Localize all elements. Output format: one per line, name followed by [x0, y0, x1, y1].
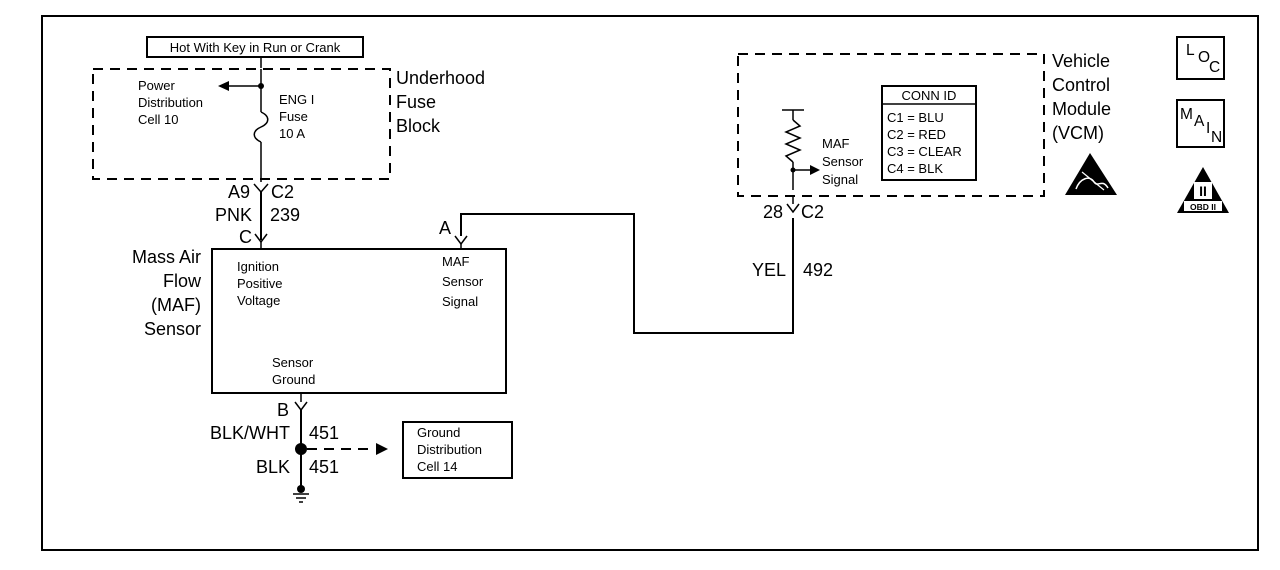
power-wire-circuit: 239	[270, 205, 300, 225]
hot-label-box	[146, 36, 364, 58]
maf-pin-c-label: C	[239, 227, 252, 247]
maf-pin-a-label: A	[439, 218, 451, 238]
esd-sensitive-icon	[1065, 153, 1117, 195]
hot-label: Hot With Key in Run or Crank	[170, 40, 341, 55]
conn-id-header: CONN ID	[902, 88, 957, 103]
fuse-icon	[253, 111, 269, 143]
connector-a9-icon	[253, 183, 269, 194]
ground-dist-line-2: Distribution	[417, 442, 482, 457]
obd-badge-text: OBD II	[1190, 202, 1216, 212]
ground-wire-color-1: BLK/WHT	[210, 423, 290, 443]
ground-dist-box	[402, 421, 513, 479]
main-badge-m: M	[1180, 106, 1193, 123]
loc-badge-l: L	[1186, 42, 1195, 59]
maf-pin-b-label: B	[277, 400, 289, 420]
fuse-pin-label: A9	[228, 182, 250, 202]
vcm-title-1: Vehicle	[1052, 51, 1110, 71]
conn-id-c1: C1 = BLU	[887, 110, 944, 125]
main-badge-a: A	[1194, 113, 1205, 130]
fuse-block-title-1: Underhood	[396, 68, 485, 88]
maf-ignition-1: Ignition	[237, 259, 279, 274]
maf-signal-1: MAF	[442, 254, 470, 269]
power-dist-line-3: Cell 10	[138, 112, 178, 127]
vcm-connector-icon	[786, 203, 800, 214]
ground-dist-line-3: Cell 14	[417, 459, 457, 474]
obd-ii-badge	[1177, 167, 1229, 213]
maf-ignition-2: Positive	[237, 276, 283, 291]
ground-wire-color-2: BLK	[256, 457, 290, 477]
vcm-pin-label: 28	[763, 202, 783, 222]
vcm-title-4: (VCM)	[1052, 123, 1104, 143]
fuse-line-3: 10 A	[279, 126, 305, 141]
maf-title-4: Sensor	[144, 319, 201, 339]
signal-wire-circuit: 492	[803, 260, 833, 280]
ground-wire-circuit-1: 451	[309, 423, 339, 443]
maf-signal-3: Signal	[442, 294, 478, 309]
maf-ground-1: Sensor	[272, 355, 314, 370]
obd-badge-roman: II	[1199, 183, 1207, 199]
main-badge-i: I	[1206, 120, 1210, 137]
ground-symbol-icon	[293, 485, 309, 503]
vcm-maf-signal-1: MAF	[822, 136, 850, 151]
fuse-line-2: Fuse	[279, 109, 308, 124]
resistor-icon	[784, 119, 802, 163]
power-dist-line-1: Power	[138, 78, 176, 93]
fuse-line-1: ENG I	[279, 92, 314, 107]
main-badge-n: N	[1211, 129, 1222, 146]
maf-title-2: Flow	[163, 271, 202, 291]
vcm-maf-signal-3: Signal	[822, 172, 858, 187]
power-dist-arrow-icon	[218, 81, 229, 91]
vcm-signal-node	[790, 167, 796, 173]
ground-splice-dot	[295, 443, 307, 455]
loc-badge-o: O	[1198, 49, 1210, 66]
ground-wire-circuit-2: 451	[309, 457, 339, 477]
maf-connector-a-icon	[454, 235, 468, 246]
vcm-conn-label: C2	[801, 202, 824, 222]
vcm-signal-arrow-icon	[810, 165, 820, 175]
vcm-title-2: Control	[1052, 75, 1110, 95]
maf-title-1: Mass Air	[132, 247, 201, 267]
fuse-block-title-3: Block	[396, 116, 441, 136]
main-badge	[1176, 99, 1225, 148]
maf-sensor-box	[211, 248, 507, 394]
conn-id-c3: C3 = CLEAR	[887, 144, 962, 159]
loc-badge-c: C	[1209, 59, 1220, 76]
fuse-conn-label: C2	[271, 182, 294, 202]
vcm-maf-signal-2: Sensor	[822, 154, 864, 169]
vcm-title-3: Module	[1052, 99, 1111, 119]
power-wire-color: PNK	[215, 205, 252, 225]
diagram-frame	[41, 15, 1259, 551]
power-dist-line-2: Distribution	[138, 95, 203, 110]
maf-title-3: (MAF)	[151, 295, 201, 315]
maf-ground-2: Ground	[272, 372, 315, 387]
conn-id-table	[881, 85, 977, 181]
fuse-block-title-2: Fuse	[396, 92, 436, 112]
maf-connector-b-icon	[294, 401, 308, 412]
ground-dist-arrow-icon	[376, 443, 388, 455]
maf-signal-2: Sensor	[442, 274, 484, 289]
maf-ignition-3: Voltage	[237, 293, 280, 308]
ground-dist-line-1: Ground	[417, 425, 460, 440]
conn-id-c2: C2 = RED	[887, 127, 946, 142]
signal-wire-color: YEL	[752, 260, 786, 280]
vcm-outline	[737, 53, 1045, 197]
loc-badge	[1176, 36, 1225, 80]
conn-id-c4: C4 = BLK	[887, 161, 943, 176]
signal-wire	[460, 213, 794, 334]
